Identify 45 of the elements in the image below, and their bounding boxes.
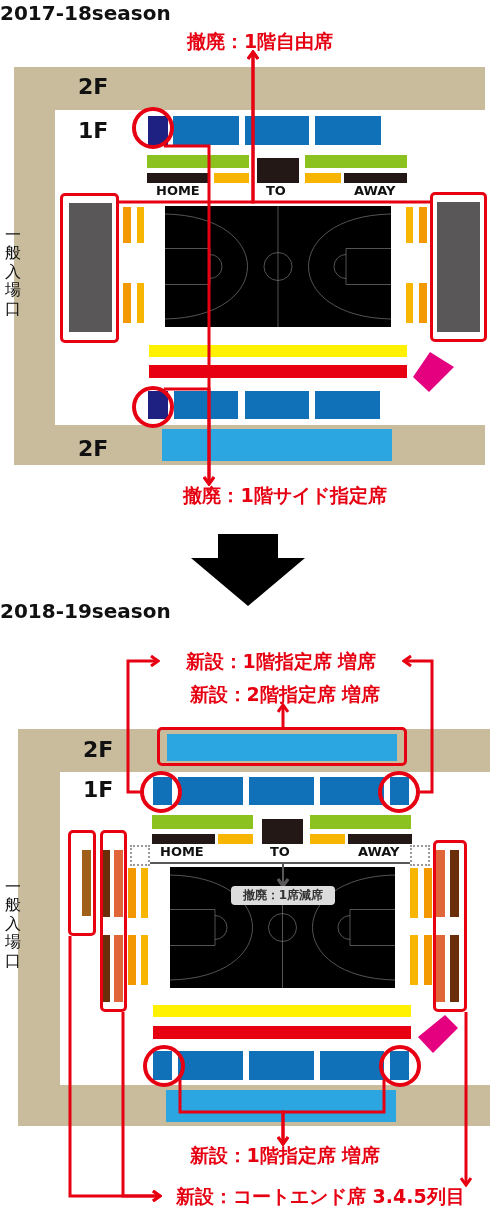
- callout-circle: [379, 1045, 421, 1087]
- bench-label: HOME: [160, 845, 204, 860]
- floor-label: 2F: [83, 737, 114, 763]
- callout-box: [433, 840, 467, 1012]
- arrow: [246, 50, 430, 204]
- season-title: 2018-19season: [0, 600, 171, 623]
- arrow: [121, 1012, 162, 1203]
- callout-text: 新設：1階指定席 増席: [170, 1144, 400, 1166]
- table-label: TO: [270, 845, 290, 860]
- entrance-label: 一般入場口: [4, 878, 22, 970]
- callout-box: [430, 192, 487, 342]
- dotted-box: [130, 845, 150, 866]
- callout-circle: [132, 107, 174, 149]
- callout-circle: [140, 771, 182, 813]
- callout-circle: [378, 771, 420, 813]
- arrow: [163, 387, 216, 486]
- callout-text: 撤廃：1階サイド指定席: [150, 484, 420, 508]
- callout-box: [60, 193, 119, 343]
- callout-box: [100, 830, 127, 1012]
- floor-label: 1F: [83, 777, 114, 803]
- floor-label: 1F: [78, 118, 109, 144]
- callout-box: [68, 830, 96, 936]
- arrow: [126, 654, 160, 794]
- callout-box: [157, 727, 407, 766]
- arrow: [459, 1012, 473, 1187]
- arrow: [276, 1079, 386, 1146]
- dotted-box: [410, 845, 430, 866]
- callout-circle: [132, 386, 174, 428]
- callout-text: 新設：コートエンド席 3.4.5列目: [160, 1185, 490, 1207]
- table-label: TO: [266, 184, 286, 199]
- arrow: [276, 703, 290, 727]
- callout-text: 新設：1階指定席 増席: [158, 650, 404, 672]
- bench-label: HOME: [156, 184, 200, 199]
- arrow: [276, 862, 411, 888]
- floor-label: 2F: [78, 436, 109, 462]
- status-badge: 撤廃：1席減席: [231, 886, 335, 905]
- floor-label: 2F: [78, 74, 109, 100]
- bench-label: AWAY: [354, 184, 396, 199]
- callout-text: 新設：2階指定席 増席: [170, 683, 400, 705]
- callout-circle: [143, 1045, 185, 1087]
- entrance-label: 一般入場口: [4, 226, 22, 318]
- callout-text: 撤廃：1階自由席: [150, 30, 370, 52]
- season-title: 2017-18season: [0, 2, 171, 25]
- bench-label: AWAY: [358, 845, 400, 860]
- arrow: [402, 654, 434, 794]
